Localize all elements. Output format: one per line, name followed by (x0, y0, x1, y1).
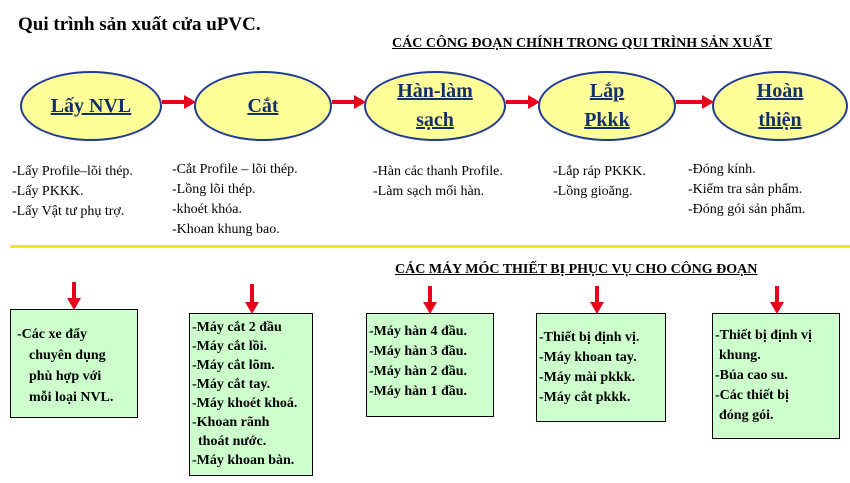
list-item: đóng gói. (719, 408, 774, 423)
stage-label-line: Lấy NVL (50, 94, 132, 117)
list-item: khung. (719, 348, 761, 363)
flow-arrow-icon (676, 95, 714, 109)
list-item: -Cắt Profile – lõi thép. (172, 162, 298, 177)
down-arrow-icon (590, 286, 604, 314)
stage-finishing: Hoàn thiện (712, 71, 848, 141)
separator-line (10, 245, 850, 248)
list-item: -Thiết bị định vị. (539, 330, 640, 345)
list-item: chuyên dụng (29, 348, 106, 363)
equipment-box-fitting: -Thiết bị định vị. -Máy khoan tay. -Máy … (536, 313, 666, 422)
list-item: -Làm sạch mối hàn. (373, 184, 485, 199)
list-item: -Khoan khung bao. (172, 222, 280, 237)
list-item: thoát nước. (198, 434, 267, 449)
list-item: -Máy cắt lồi. (192, 339, 268, 354)
list-item: -Lắp ráp PKKK. (553, 164, 646, 179)
main-stages-heading: CÁC CÔNG ĐOẠN CHÍNH TRONG QUI TRÌNH SẢN … (392, 36, 772, 51)
list-item: -Lấy PKKK. (12, 184, 84, 199)
list-item: -Máy khoan bàn. (192, 453, 295, 468)
list-item: -Đóng gói sản phẩm. (688, 202, 806, 217)
list-item: -Lồng lõi thép. (172, 182, 256, 197)
stage-get-materials: Lấy NVL (20, 71, 162, 141)
list-item: -Máy cắt pkkk. (539, 390, 631, 405)
list-item: -Máy cắt 2 đầu (192, 320, 282, 335)
list-item: mỗi loại NVL. (29, 390, 114, 405)
down-arrow-icon (770, 286, 784, 314)
list-item: -Máy hàn 2 đầu. (369, 364, 468, 379)
task-list-finishing: -Đóng kính. -Kiểm tra sản phẩm. -Đóng gó… (688, 160, 805, 220)
flow-arrow-icon (332, 95, 366, 109)
equipment-box-cutting: -Máy cắt 2 đầu -Máy cắt lồi. -Máy cắt lõ… (189, 313, 313, 476)
stage-fitting-accessories: Lắp Pkkk (538, 71, 676, 141)
equipment-heading: CÁC MÁY MÓC THIẾT BỊ PHỤC VỤ CHO CÔNG ĐO… (395, 262, 758, 277)
down-arrow-icon (245, 284, 259, 314)
list-item: phù hợp với (29, 369, 102, 384)
list-item: -Lồng gioăng. (553, 184, 633, 199)
stage-label-line: Pkkk (584, 109, 630, 131)
stage-label-line: Hàn-làm (397, 80, 473, 102)
list-item: -khoét khóa. (172, 202, 242, 217)
equipment-box-finishing: -Thiết bị định vị khung. -Búa cao su. -C… (712, 313, 840, 439)
list-item: -Khoan rãnh (192, 415, 270, 430)
list-item: -Búa cao su. (715, 368, 788, 383)
down-arrow-icon (67, 282, 81, 310)
stage-welding-cleaning: Hàn-làm sạch (364, 71, 506, 141)
list-item: -Các thiết bị (715, 388, 789, 403)
list-item: -Máy khoét khoá. (192, 396, 298, 411)
list-item: -Máy hàn 4 đầu. (369, 324, 468, 339)
list-item: -Máy cắt lõm. (192, 358, 275, 373)
list-item: -Thiết bị định vị (715, 328, 812, 343)
task-list-fitting: -Lắp ráp PKKK. -Lồng gioăng. (553, 162, 646, 202)
list-item: -Máy hàn 3 đầu. (369, 344, 468, 359)
equipment-box-materials: -Các xe đẩy chuyên dụng phù hợp với mỗi … (10, 309, 138, 418)
list-item: -Lấy Vật tư phụ trợ. (12, 204, 125, 219)
list-item: -Hàn các thanh Profile. (373, 164, 503, 179)
flow-arrow-icon (162, 95, 196, 109)
list-item: -Các xe đẩy (17, 327, 87, 342)
list-item: -Máy khoan tay. (539, 350, 637, 365)
list-item: -Lấy Profile–lõi thép. (12, 164, 133, 179)
list-item: -Đóng kính. (688, 162, 756, 177)
task-list-cutting: -Cắt Profile – lõi thép. -Lồng lõi thép.… (172, 160, 298, 240)
list-item: -Máy cắt tay. (192, 377, 271, 392)
task-list-welding: -Hàn các thanh Profile. -Làm sạch mối hà… (373, 162, 503, 202)
flow-arrow-icon (506, 95, 540, 109)
equipment-box-welding: -Máy hàn 4 đầu. -Máy hàn 3 đầu. -Máy hàn… (366, 313, 494, 417)
list-item: -Máy mài pkkk. (539, 370, 636, 385)
stage-label-line: Hoàn (756, 80, 804, 102)
page-title: Qui trình sản xuất cửa uPVC. (18, 14, 261, 35)
task-list-get-materials: -Lấy Profile–lõi thép. -Lấy PKKK. -Lấy V… (12, 162, 133, 222)
stage-label-line: Lắp (589, 80, 625, 102)
stage-label-line: Cắt (247, 94, 279, 117)
list-item: -Máy hàn 1 đầu. (369, 384, 468, 399)
down-arrow-icon (423, 286, 437, 314)
stage-label-line: thiện (758, 109, 802, 131)
stage-label-line: sạch (416, 109, 454, 131)
list-item: -Kiểm tra sản phẩm. (688, 182, 803, 197)
stage-cutting: Cắt (194, 71, 332, 141)
